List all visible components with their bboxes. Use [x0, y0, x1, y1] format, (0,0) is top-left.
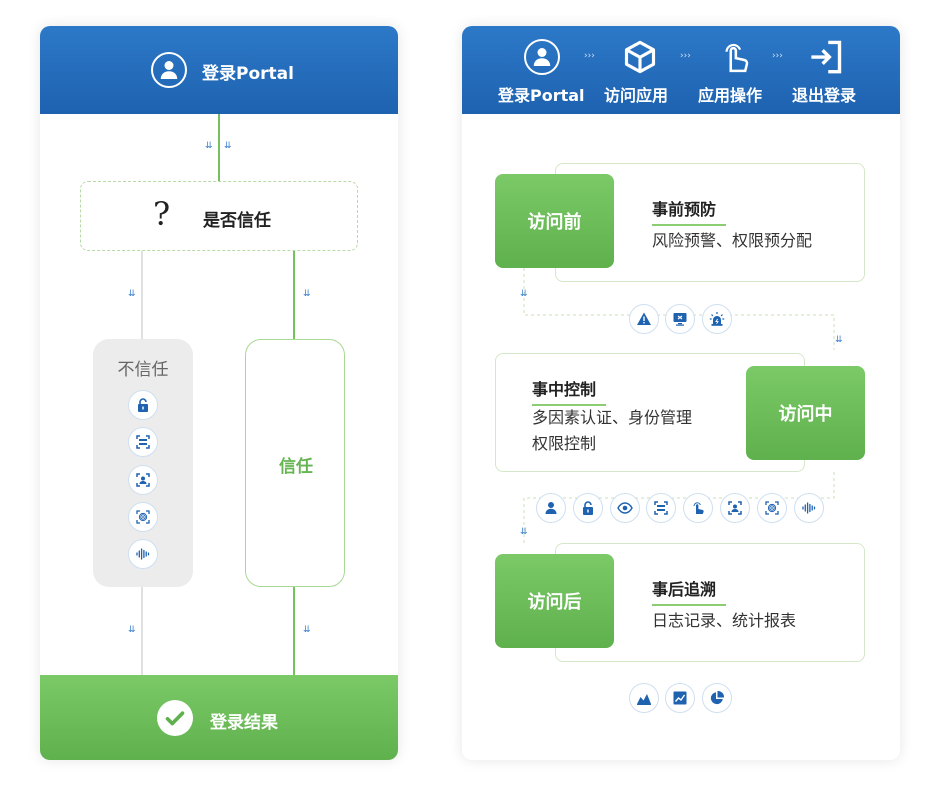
- step-label: 访问应用: [604, 86, 669, 105]
- scan-icon: [646, 493, 676, 523]
- result-label: 登录结果: [210, 713, 278, 733]
- phase-title: 事前预防: [652, 196, 727, 226]
- step-arrow-icon: ›››: [584, 51, 595, 61]
- tap-icon: [683, 493, 713, 523]
- pie-chart-icon: [702, 683, 732, 713]
- voice-icon: [794, 493, 824, 523]
- step-arrow-icon: ›››: [772, 51, 783, 61]
- fingerprint-icon: [757, 493, 787, 523]
- step-label: 应用操作: [698, 86, 763, 105]
- phase-description: 日志记录、统计报表: [652, 611, 797, 630]
- user-icon: [536, 493, 566, 523]
- step-arrow-icon: ›››: [680, 51, 691, 61]
- cube-icon: [624, 40, 656, 74]
- untrusted-label: 不信任: [117, 360, 169, 380]
- left-login-header: 登录Portal: [40, 26, 398, 114]
- flow-arrow-icon: ⇊: [205, 141, 212, 151]
- scan-icon: [128, 427, 158, 457]
- user-icon: [151, 52, 187, 88]
- phase-description: 多因素认证、身份管理: [532, 408, 693, 427]
- flow-arrow-icon: ⇊: [303, 625, 310, 635]
- flow-arrow-icon: ⇊: [224, 141, 231, 151]
- phase-tag-after: 访问后: [495, 554, 614, 648]
- login-result-bar: 登录结果: [40, 675, 398, 760]
- check-icon: [157, 700, 193, 736]
- phase-tag-before: 访问前: [495, 174, 614, 268]
- phase-description: 权限控制: [532, 434, 597, 453]
- flow-arrow-icon: ⇊: [128, 625, 135, 635]
- trusted-connector: [293, 251, 295, 339]
- face-scan-icon: [720, 493, 750, 523]
- phase-description: 风险预警、权限预分配: [652, 231, 813, 250]
- flow-arrow-icon: ⇊: [520, 527, 527, 537]
- line-chart-icon: [665, 683, 695, 713]
- phase-connector: [523, 268, 835, 545]
- untrusted-connector-bottom: [141, 587, 143, 675]
- trust-decision-box: ? 是否信任: [80, 181, 358, 251]
- step-label: 登录Portal: [498, 86, 585, 105]
- voice-icon: [128, 539, 158, 569]
- fingerprint-icon: [128, 502, 158, 532]
- phase-tag-during: 访问中: [746, 366, 865, 460]
- phase-title: 事中控制: [532, 376, 607, 406]
- trusted-label: 信任: [279, 457, 313, 477]
- untrusted-box: 不信任: [93, 339, 193, 587]
- face-scan-icon: [128, 465, 158, 495]
- step-label: 退出登录: [792, 86, 857, 105]
- flow-arrow-icon: ⇊: [128, 289, 135, 299]
- trusted-box: 信任: [245, 339, 345, 587]
- right-steps-header: 登录Portal ››› 访问应用 ››› 应用操作 ››› 退出登录: [462, 26, 900, 114]
- eye-icon: [610, 493, 640, 523]
- tap-icon: [725, 43, 749, 73]
- flow-arrow-icon: ⇊: [303, 289, 310, 299]
- area-chart-icon: [629, 683, 659, 713]
- decision-label: 是否信任: [203, 211, 271, 231]
- flow-arrow-icon: ⇊: [520, 289, 527, 299]
- connector-line: [218, 114, 220, 182]
- logout-icon: [811, 40, 842, 74]
- trusted-connector-bottom: [293, 587, 295, 675]
- question-icon: ?: [153, 195, 171, 233]
- warning-icon: [629, 304, 659, 334]
- flow-arrow-icon: ⇊: [835, 335, 842, 345]
- user-icon: [524, 39, 560, 75]
- lock-icon: [573, 493, 603, 523]
- alarm-icon: [702, 304, 732, 334]
- lock-icon: [128, 390, 158, 420]
- left-header-label: 登录Portal: [202, 64, 294, 84]
- monitor-icon: [665, 304, 695, 334]
- untrusted-connector: [141, 251, 143, 341]
- phase-title: 事后追溯: [652, 576, 727, 606]
